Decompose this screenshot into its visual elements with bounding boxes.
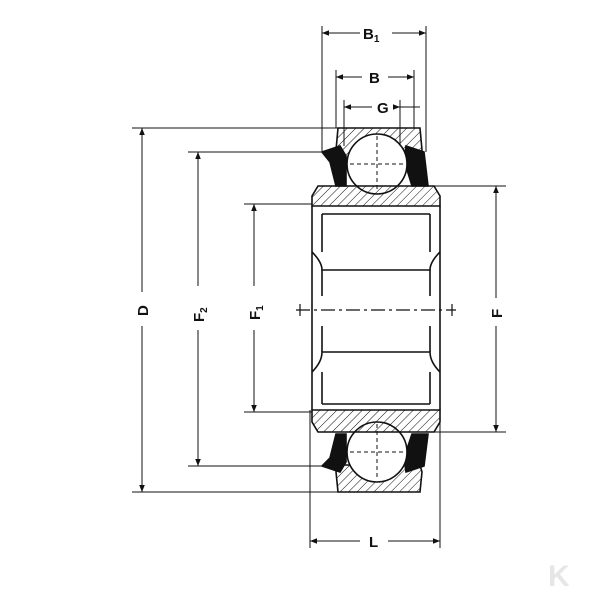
label-b1: B1: [363, 26, 380, 45]
bearing-body: [296, 127, 456, 493]
label-f: F: [489, 309, 506, 318]
label-g: G: [377, 100, 389, 117]
label-d: D: [135, 305, 152, 316]
label-f1: F1: [247, 305, 266, 320]
bore-profile: [311, 206, 441, 410]
label-f2: F2: [191, 307, 210, 322]
dimension-lines: [132, 26, 506, 548]
watermark-logo: K: [548, 560, 570, 593]
groove-upper: [311, 251, 441, 271]
seal-bottom-left: [320, 433, 347, 473]
groove-upper-2: [321, 270, 431, 296]
label-l: L: [369, 534, 378, 551]
inner-ring-bottom: [311, 409, 441, 433]
groove-lower-2: [321, 326, 431, 352]
inner-ring-top: [311, 185, 441, 207]
groove-lower: [311, 351, 441, 373]
label-b: B: [369, 70, 380, 87]
